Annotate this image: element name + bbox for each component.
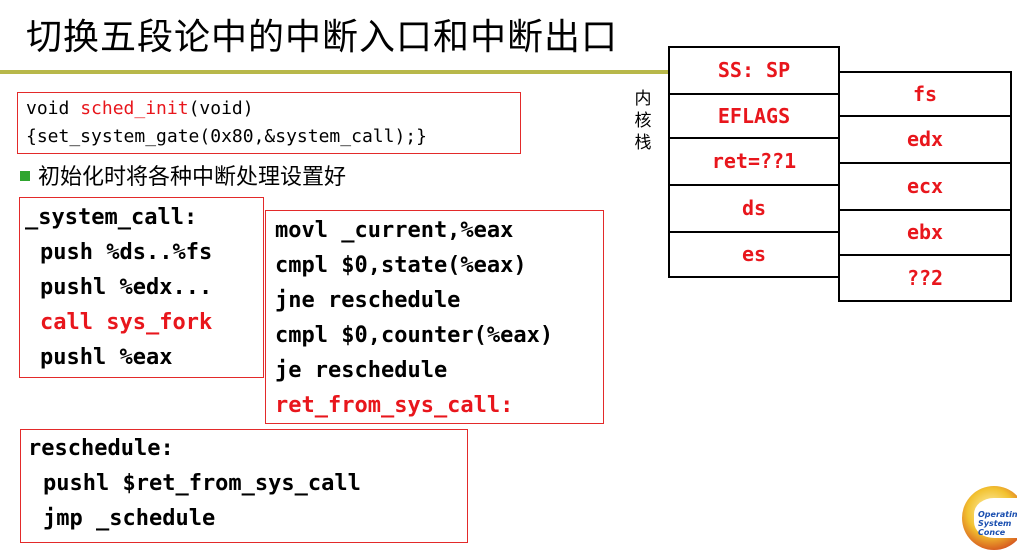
stack-cell-ds: ds	[668, 184, 840, 233]
code-line: movl _current,%eax	[275, 218, 514, 243]
stack-cell-eflags: EFLAGS	[668, 93, 840, 139]
bullet-row: 初始化时将各种中断处理设置好	[20, 163, 346, 193]
slide-title: 切换五段论中的中断入口和中断出口	[26, 17, 619, 58]
sched-init-line-1: void sched_init(void)	[26, 95, 520, 123]
code-line: pushl %eax	[40, 345, 173, 370]
code-line: jmp _schedule	[43, 506, 216, 531]
sched-init-code-box: void sched_init(void) {set_system_gate(0x…	[17, 92, 521, 154]
code-line: cmpl $0,counter(%eax)	[275, 323, 554, 348]
code-line: jne reschedule	[275, 288, 461, 313]
code-line-call-sys-fork: call sys_fork	[40, 310, 213, 335]
code-line: je reschedule	[275, 358, 448, 383]
bullet-square-icon	[20, 171, 30, 181]
stack-cell-ebx: ebx	[838, 209, 1012, 256]
stack-cell-ret-2: ??2	[838, 254, 1012, 302]
kernel-stack-label: 内核栈	[634, 89, 652, 153]
sched-init-line-2: {set_system_gate(0x80,&system_call);}	[26, 126, 427, 147]
stack-cell-ecx: ecx	[838, 162, 1012, 211]
void-param: (void)	[188, 98, 254, 119]
sched-init-func-name: sched_init	[80, 98, 189, 119]
system-call-code-box: _system_call:push %ds..%fs pushl %edx... c…	[19, 197, 264, 378]
bullet-text: 初始化时将各种中断处理设置好	[38, 165, 347, 190]
code-line: cmpl $0,state(%eax)	[275, 253, 527, 278]
code-line: pushl %edx...	[40, 275, 213, 300]
code-line: reschedule:	[28, 436, 174, 461]
stack-cell-es: es	[668, 231, 840, 278]
course-logo: Operating System Conce	[962, 486, 1017, 550]
code-line: _system_call:	[25, 205, 198, 230]
logo-text: Operating System Conce	[978, 510, 1017, 537]
code-line-ret-from-sys-call: ret_from_sys_call:	[275, 393, 514, 418]
stack-cell-ss-sp: SS: SP	[668, 46, 840, 95]
stack-cell-edx: edx	[838, 115, 1012, 164]
title-underline	[0, 70, 668, 74]
code-line: push %ds..%fs	[40, 240, 213, 265]
code-line: pushl $ret_from_sys_call	[43, 471, 361, 496]
stack-cell-fs: fs	[838, 71, 1012, 117]
void-keyword: void	[26, 98, 81, 119]
stack-cell-ret-1: ret=??1	[668, 137, 840, 186]
logo-panel	[974, 498, 1017, 538]
